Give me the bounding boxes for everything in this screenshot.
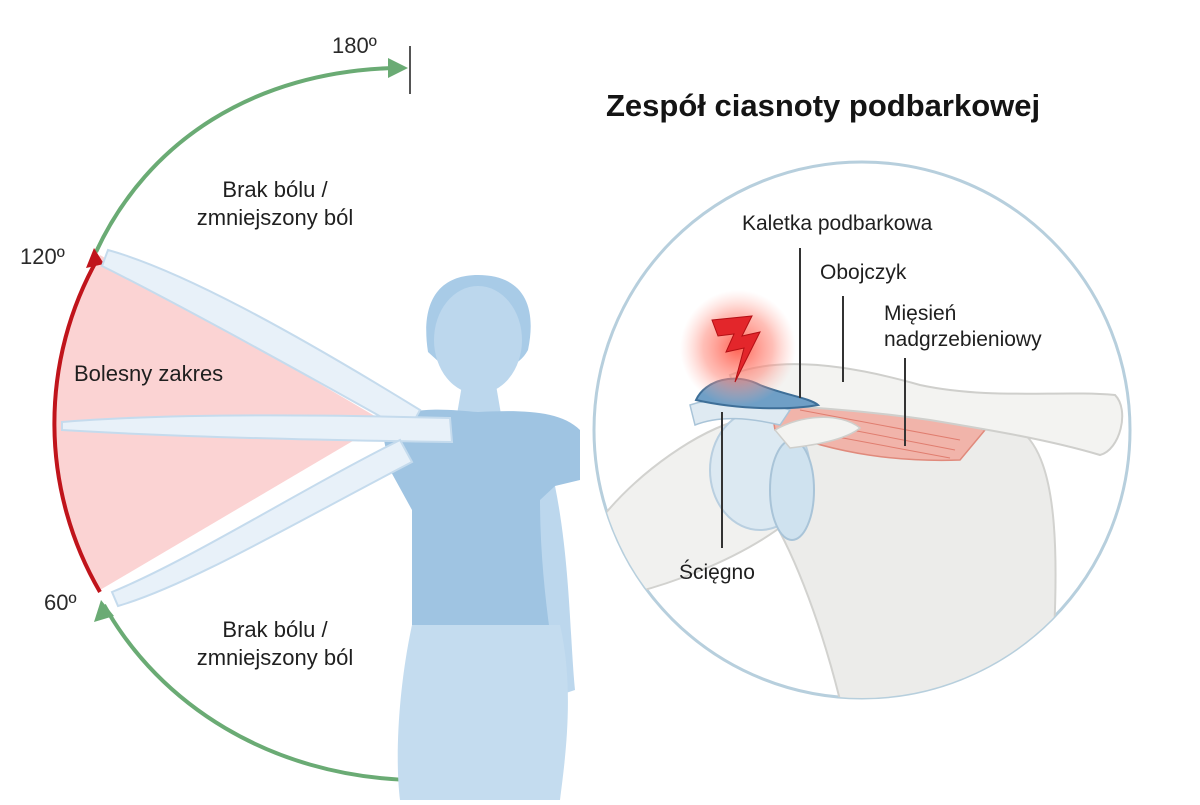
clavicle-label: Obojczyk <box>820 261 907 284</box>
lower-no-pain-arc <box>102 604 409 782</box>
upper-zone-line1: Brak bólu / <box>222 177 328 202</box>
angle-180-label: 180º <box>332 33 377 58</box>
muscle-label: Mięsień nadgrzebieniowy <box>884 301 1042 354</box>
lightning-bolt-icon <box>711 315 761 383</box>
lower-zone-label: Brak bólu / zmniejszony ból <box>182 616 368 671</box>
painful-range-arc <box>52 257 102 594</box>
painful-arrowhead-icon <box>86 248 104 268</box>
angle-120-label: 120º <box>20 244 65 269</box>
muscle-label-line2: nadgrzebieniowy <box>884 328 1042 352</box>
woman-right-arm <box>540 486 575 695</box>
lower-arrowhead-icon <box>94 600 114 622</box>
woman-legs <box>397 625 568 800</box>
woman-shirt <box>380 409 580 625</box>
upper-zone-line2: zmniejszony ból <box>196 204 354 230</box>
upper-arrowhead-icon <box>388 58 408 78</box>
diagram-title: Zespół ciasnoty podbarkowej <box>606 88 1041 123</box>
lower-zone-line1: Brak bólu / <box>222 617 328 642</box>
painful-zone-label: Bolesny zakres <box>74 361 224 386</box>
arm-60-degrees <box>110 438 414 608</box>
muscle-label-line1: Mięsień <box>884 302 957 325</box>
upper-zone-label: Brak bólu / zmniejszony ból <box>182 176 368 231</box>
coracoid-process <box>773 416 862 449</box>
leader-lines <box>721 248 906 548</box>
arm-90-degrees <box>61 414 454 444</box>
arm-positions <box>61 248 454 608</box>
glenoid <box>769 439 815 541</box>
woman-figure <box>380 275 580 800</box>
angle-60-label: 60º <box>44 590 77 615</box>
upper-no-pain-arc <box>94 66 395 253</box>
woman-head <box>434 286 522 394</box>
lower-zone-line2: zmniejszony ból <box>196 644 354 670</box>
clavicle-bone <box>728 363 1124 457</box>
bursa-label: Kaletka podbarkowa <box>742 212 933 235</box>
tendon-label: Ścięgno <box>679 561 755 584</box>
